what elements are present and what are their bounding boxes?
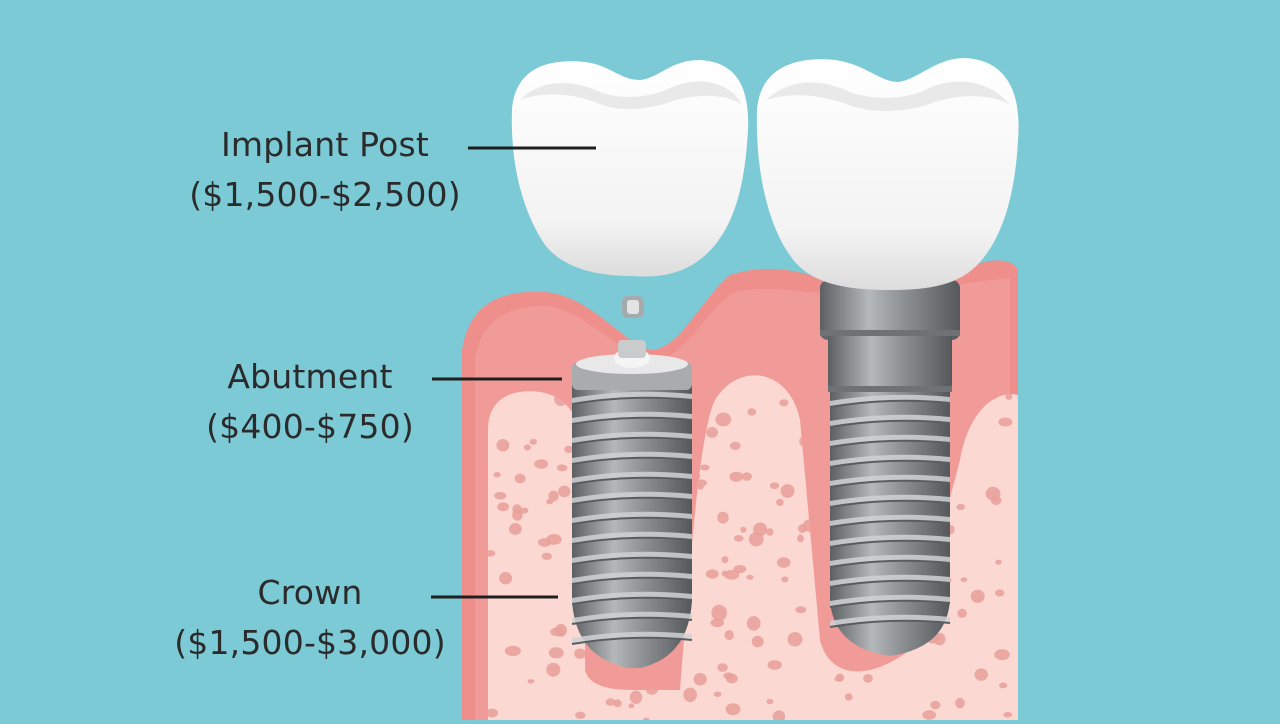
abutment-name: Abutment — [227, 357, 393, 396]
abutment-screw-piece — [622, 296, 644, 318]
jaw-bone — [488, 375, 1018, 720]
installed-implant — [820, 280, 960, 656]
crown-floating — [511, 60, 749, 277]
abutment-label: Abutment ($400-$750) — [195, 352, 425, 452]
implant-post-name: Implant Post — [220, 125, 429, 164]
crown-price: ($1,500-$3,000) — [174, 623, 446, 662]
abutment-price: ($400-$750) — [206, 407, 414, 446]
crown-name: Crown — [257, 573, 363, 612]
implant-post-label: Implant Post ($1,500-$2,500) — [180, 120, 470, 220]
implant-post-screw — [571, 340, 693, 668]
implant-post-price: ($1,500-$2,500) — [189, 175, 461, 214]
crown-installed — [756, 58, 1019, 290]
crown-label: Crown ($1,500-$3,000) — [170, 568, 450, 668]
